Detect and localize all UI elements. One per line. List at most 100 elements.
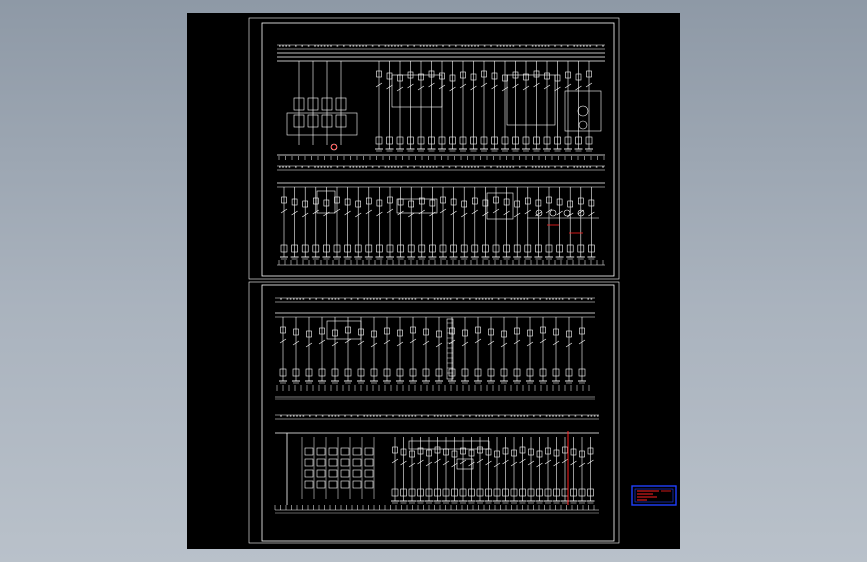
- relay-group: [391, 74, 443, 108]
- switch-contact: [493, 462, 501, 468]
- contact-symbol: [553, 328, 559, 336]
- switch-contact: [459, 83, 467, 89]
- switch-contact: [400, 460, 407, 466]
- contact-symbol: [502, 74, 508, 82]
- switch-contact: [502, 459, 509, 465]
- matrix-relay: [328, 480, 338, 489]
- coil-symbol: [556, 244, 563, 253]
- contact-symbol: [397, 329, 403, 337]
- contact-symbol: [586, 70, 592, 78]
- switch-contact: [383, 339, 391, 345]
- coil-symbol: [513, 244, 521, 253]
- switch-contact: [451, 462, 458, 468]
- coil-symbol: [539, 368, 547, 377]
- matrix-relay: [364, 469, 374, 478]
- matrix-relay: [316, 458, 326, 467]
- coil-symbol: [565, 368, 573, 377]
- switch-contact: [391, 458, 399, 464]
- coil-symbol: [533, 136, 540, 145]
- coil-symbol: [545, 244, 553, 253]
- switch-contact: [482, 211, 489, 217]
- switch-contact: [527, 460, 535, 466]
- power-circuit-upper: [277, 44, 605, 160]
- coil-symbol: [344, 368, 352, 377]
- contact-symbol: [302, 200, 308, 208]
- matrix-relay: [304, 469, 314, 478]
- sheet-1-outer-frame: [248, 17, 620, 280]
- coil-symbol: [471, 244, 479, 253]
- switch-contact: [396, 86, 404, 92]
- contact-symbol: [460, 447, 466, 455]
- contact-symbol: [319, 327, 325, 335]
- switch-contact: [480, 82, 488, 88]
- coil-symbol: [449, 136, 456, 145]
- coil-symbol: [434, 488, 441, 497]
- contact-symbol: [579, 450, 585, 458]
- switch-contact: [448, 339, 456, 345]
- contact-symbol: [545, 447, 551, 455]
- coil-symbol: [386, 244, 394, 253]
- coil-symbol: [383, 368, 391, 377]
- contact-symbol: [477, 446, 483, 454]
- contact-symbol: [544, 72, 550, 80]
- meter-symbol: [578, 120, 588, 130]
- contact-symbol: [410, 326, 416, 334]
- coil-symbol: [578, 488, 586, 497]
- contact-symbol: [468, 449, 475, 457]
- contact-symbol: [536, 450, 543, 458]
- switch-contact: [386, 208, 394, 214]
- switch-contact: [567, 212, 574, 218]
- matrix-relay: [304, 447, 314, 456]
- contact-symbol: [514, 200, 521, 208]
- indicator-lamp: [549, 209, 557, 217]
- contact-symbol: [400, 448, 407, 456]
- breaker: [335, 97, 347, 111]
- terminal-strip: [446, 318, 454, 380]
- coil-symbol: [585, 136, 593, 145]
- coil-symbol: [553, 488, 560, 497]
- coil-symbol: [502, 488, 509, 497]
- contact-symbol: [535, 199, 542, 207]
- switch-contact: [357, 340, 365, 346]
- electrical-schematic-drawing[interactable]: [187, 13, 680, 549]
- matrix-relay: [328, 469, 338, 478]
- coil-symbol: [318, 368, 326, 377]
- switch-contact: [292, 340, 300, 346]
- indicator-lamp: [535, 209, 543, 217]
- switch-contact: [417, 459, 424, 465]
- switch-contact: [344, 338, 352, 344]
- contact-symbol: [588, 199, 595, 207]
- switch-contact: [417, 85, 425, 91]
- drawing-viewport[interactable]: [187, 13, 680, 549]
- switch-contact: [459, 459, 467, 465]
- switch-contact: [461, 341, 469, 347]
- contact-symbol: [451, 450, 458, 458]
- switch-contact: [554, 86, 561, 92]
- coil-symbol: [485, 488, 492, 497]
- coil-symbol: [418, 244, 426, 253]
- contact-symbol: [470, 73, 477, 81]
- coil-symbol: [344, 244, 351, 253]
- matrix-relay: [328, 447, 338, 456]
- coil-symbol: [513, 368, 521, 377]
- switch-contact: [439, 208, 447, 214]
- coil-symbol: [451, 488, 458, 497]
- contact-symbol: [417, 447, 424, 455]
- terminal-block-row: [408, 440, 490, 450]
- breaker: [293, 97, 305, 111]
- switch-contact: [442, 460, 450, 466]
- coil-symbol: [575, 136, 582, 145]
- coil-symbol: [400, 488, 407, 497]
- switch-contact: [526, 341, 534, 347]
- coil-symbol: [312, 244, 320, 253]
- coil-symbol: [408, 488, 416, 497]
- coil-symbol: [577, 244, 585, 253]
- contact-symbol: [471, 197, 478, 205]
- switch-contact: [561, 458, 569, 464]
- switch-contact: [492, 208, 500, 214]
- contact-symbol: [409, 450, 415, 458]
- switch-contact: [468, 461, 475, 467]
- matrix-relay: [340, 458, 350, 467]
- timer-block: [486, 192, 514, 220]
- contactor: [307, 114, 319, 128]
